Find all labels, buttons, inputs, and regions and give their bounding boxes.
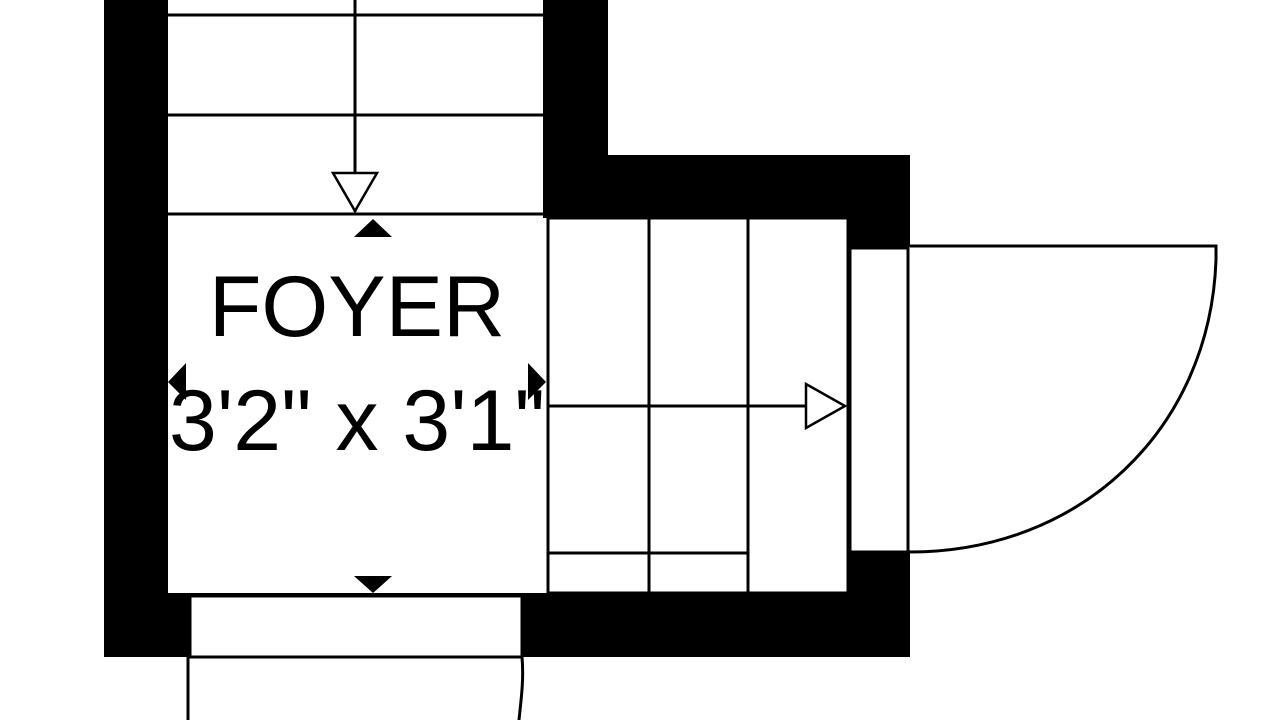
upper-stairs [168,0,548,216]
door-swing-arc [909,244,1218,554]
triangle-right-icon [528,363,546,400]
dimension-markers [168,219,546,593]
triangle-down-icon [354,576,392,593]
right-wall-upper [848,155,910,247]
arrow-head-right-icon [804,381,848,431]
triangle-left-icon [168,363,186,400]
right-door [848,244,1218,554]
left-wall [104,0,168,657]
bottom-door [186,594,525,720]
room-name: FOYER [209,259,505,355]
right-stairs [546,216,850,595]
arrow-head-down-icon [330,171,380,214]
door-swing-arc [517,656,525,720]
room-dimensions: 3'2" x 3'1" [169,373,545,469]
triangle-up-icon [354,219,392,237]
